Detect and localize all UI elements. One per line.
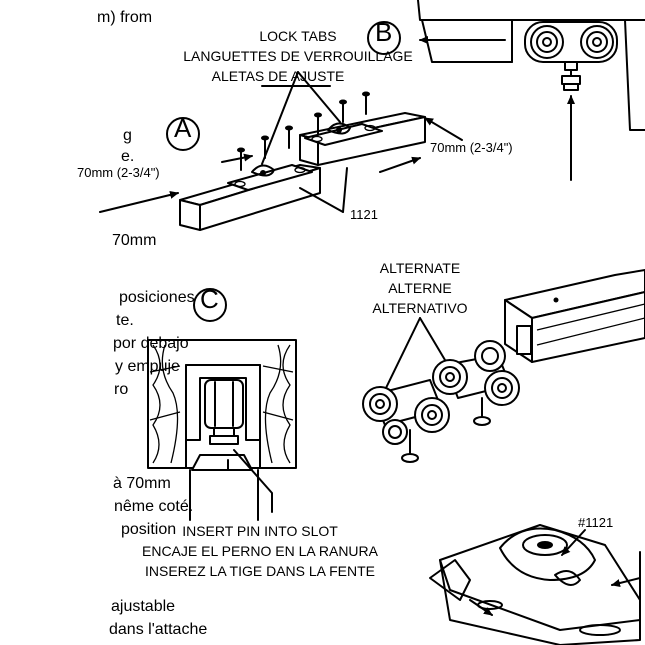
left-text-13: ajustable xyxy=(111,598,176,615)
alternate-fr: ALTERNE xyxy=(388,280,452,296)
dimension-right: 70mm (2-3/4") xyxy=(430,140,513,155)
circle-label-a: A xyxy=(174,113,192,143)
part-1121-label: 1121 xyxy=(350,207,378,222)
lock-tabs-es: ALETAS DE AJUSTE xyxy=(211,68,345,84)
alternate-es: ALTERNATIVO xyxy=(372,300,468,316)
dimension-left: 70mm (2-3/4") xyxy=(77,165,160,180)
left-text-10: à 70mm xyxy=(113,475,171,492)
left-text-11: nême coté. xyxy=(114,498,194,515)
alternate-rollers-drawing xyxy=(362,269,645,463)
section-b-drawing xyxy=(367,0,645,181)
left-text-2: g xyxy=(123,127,132,144)
circle-label-b: B xyxy=(375,17,393,47)
left-text-4: 70mm xyxy=(112,232,157,249)
bracket-1121-drawing xyxy=(429,524,641,645)
section-c-drawing xyxy=(147,288,297,521)
insert-pin-es: ENCAJE EL PERNO EN LA RANURA xyxy=(142,543,378,559)
left-text-6: te. xyxy=(116,312,134,329)
section-a-drawing xyxy=(99,71,463,231)
insert-pin-en: INSERT PIN INTO SLOT xyxy=(182,523,338,539)
part-1121-hash-label: #1121 xyxy=(578,515,614,530)
lock-tabs-fr: LANGUETTES DE VERROUILLAGE xyxy=(183,48,413,64)
left-text-8: y empuje xyxy=(115,358,180,375)
left-text-3: e. xyxy=(121,148,135,165)
left-text-9: ro xyxy=(114,381,129,398)
circle-label-c: C xyxy=(200,284,219,314)
left-text-14: dans l'attache xyxy=(109,621,208,638)
left-text-7: por debajo xyxy=(113,335,189,352)
insert-pin-fr: INSEREZ LA TIGE DANS LA FENTE xyxy=(144,563,376,579)
left-text-12: position xyxy=(121,521,177,538)
left-text-5: posiciones xyxy=(119,289,195,306)
left-text-1: m) from xyxy=(97,9,153,26)
alternate-en: ALTERNATE xyxy=(379,260,461,276)
lock-tabs-en: LOCK TABS xyxy=(259,28,337,44)
